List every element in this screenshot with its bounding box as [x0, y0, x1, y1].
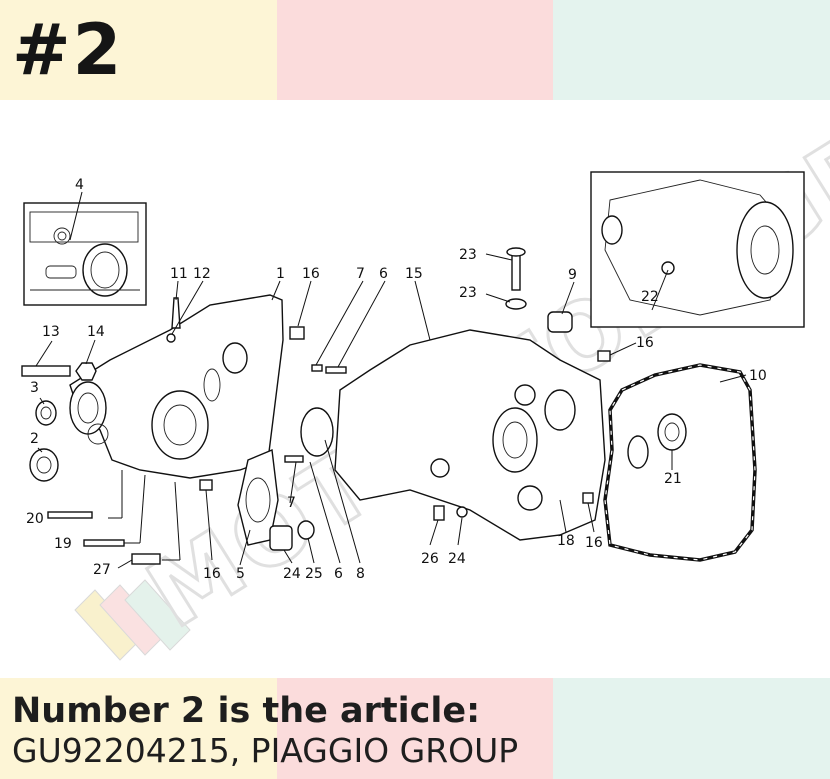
callout-12: 12 [193, 266, 211, 282]
callout-16-bottom-left: 16 [203, 566, 221, 582]
footer-band-cream [0, 678, 277, 779]
callout-20: 21 [664, 471, 682, 487]
header-band-mint [553, 0, 830, 100]
callout-16-bottom-right: 16 [585, 535, 603, 551]
callout-1: 1 [276, 266, 285, 282]
footer-band-mint [553, 678, 830, 779]
callout-21: 22 [641, 289, 659, 305]
callout-24: 24 [283, 566, 301, 582]
callout-23-top: 23 [459, 285, 477, 301]
callout-17: 18 [557, 533, 575, 549]
header-band [0, 0, 830, 100]
callout-7-top: 7 [356, 266, 365, 282]
callout-15: 15 [405, 266, 423, 282]
header-band-cream [0, 0, 277, 100]
callout-6-top: 6 [379, 266, 388, 282]
exploded-parts-diagram: MOTOSTORAGE [21, 110, 830, 661]
callout-26: 26 [421, 551, 439, 567]
callout-5: 5 [236, 566, 245, 582]
callout-8: 8 [356, 566, 365, 582]
callout-6-bottom: 6 [334, 566, 343, 582]
callout-23-bottom: 24 [448, 551, 466, 567]
header-band-pink [276, 0, 554, 100]
callout-3: 3 [30, 380, 39, 396]
central-gearbox-housing [300, 329, 606, 541]
small-parts [21, 247, 687, 565]
callout-19: 20 [26, 511, 44, 527]
callout-22: 23 [459, 247, 477, 263]
callout-13: 13 [42, 324, 60, 340]
callout-2: 2 [30, 431, 39, 447]
watermark-stripes [74, 579, 191, 661]
callout-18: 19 [54, 536, 72, 552]
callout-4: 4 [75, 177, 84, 193]
cover-gasket [603, 363, 757, 562]
leader-lines [35, 191, 747, 569]
callout-14: 14 [87, 324, 105, 340]
callout-11: 11 [170, 266, 188, 282]
callout-9: 9 [568, 267, 577, 283]
footer-band-pink [276, 678, 554, 779]
callout-labels: 4 11 12 1 16 7 6 15 23 23 9 22 16 10 13 … [26, 177, 767, 582]
callout-27: 27 [93, 562, 111, 578]
article-number-badge: #2 [12, 9, 124, 91]
left-crankcase-half [69, 294, 284, 479]
callout-7-mid: 7 [287, 495, 296, 511]
callout-16-right: 16 [636, 335, 654, 351]
footer-article-code: GU92204215, PIAGGIO GROUP [12, 731, 519, 770]
footer-band [0, 678, 830, 779]
callout-25: 25 [305, 566, 323, 582]
footer-article-heading: Number 2 is the article: [12, 691, 481, 731]
inset-detail-4 [23, 202, 147, 306]
callout-16-top: 16 [302, 266, 320, 282]
callout-10: 10 [749, 368, 767, 384]
inset-detail-21 [590, 171, 805, 328]
